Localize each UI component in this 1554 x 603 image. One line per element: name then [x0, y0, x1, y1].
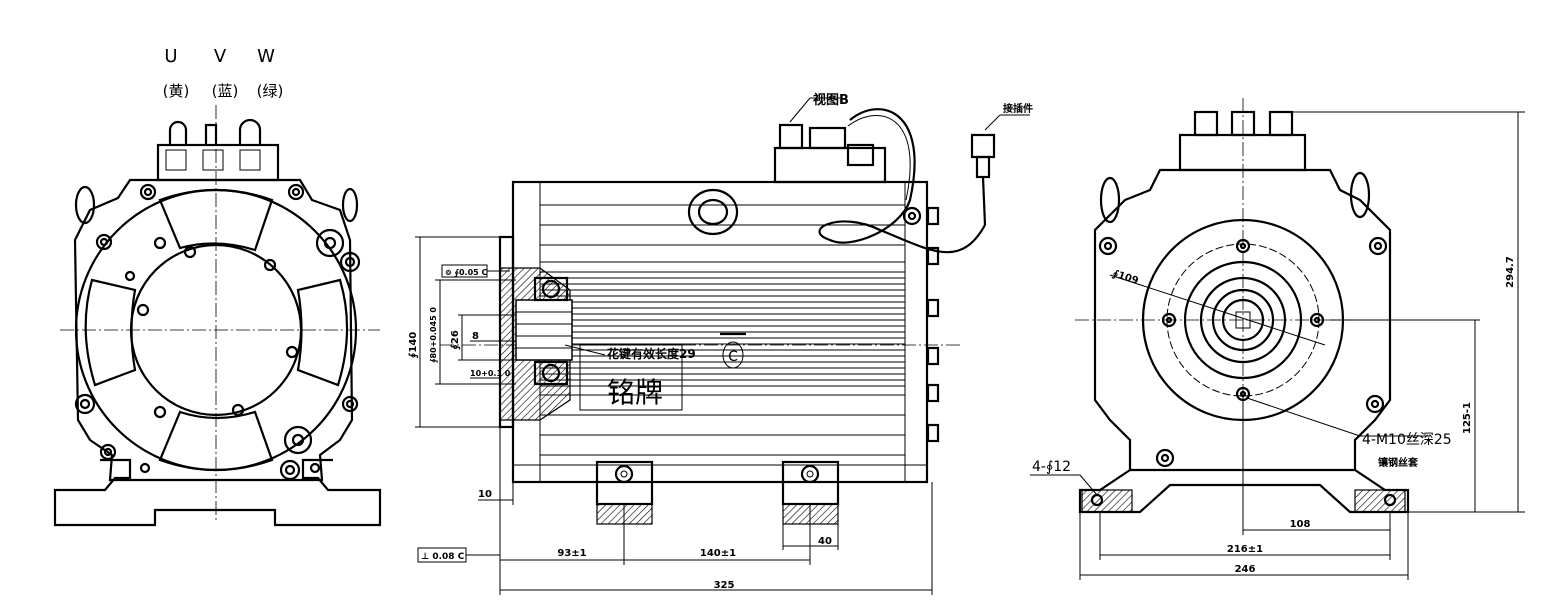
phase-labels: U V W (黄) (蓝) (绿): [163, 46, 284, 100]
svg-text:⊥ 0.08 C: ⊥ 0.08 C: [421, 552, 465, 562]
phase-w-letter: W: [257, 46, 275, 67]
svg-text:⊚ ∮0.05 C: ⊚ ∮0.05 C: [445, 268, 488, 277]
phase-u-color: (黄): [163, 82, 190, 100]
dim-216: 216±1: [1227, 544, 1263, 555]
dim-93: 93±1: [557, 548, 586, 559]
end-view: ∮109 4-M10丝深25 镶钢丝套 4-∮12 108 216±1 246: [1030, 98, 1525, 580]
dim-10-keyway: 10+0.1 0: [470, 369, 511, 378]
callout-connector: 接插件: [1003, 102, 1033, 115]
dim-325: 325: [714, 580, 735, 591]
phase-u-letter: U: [164, 46, 177, 67]
dim-246: 246: [1235, 564, 1256, 575]
dim-294: 294.7: [1505, 256, 1516, 288]
dim-dia26: ∮26: [450, 330, 461, 350]
side-view: 花键有效长度29 铭牌 C 视图B 接插件 ⊚ ∮0.05 C: [408, 92, 1033, 595]
mount-holes-note: 4-∮12: [1032, 459, 1071, 475]
end-dims: [1079, 111, 1525, 580]
dim-dia109: ∮109: [1111, 268, 1140, 287]
phase-w-color: (绿): [257, 82, 284, 100]
nameplate-label: 铭牌: [607, 376, 663, 409]
front-view: U V W (黄) (蓝) (绿): [53, 46, 382, 527]
dim-10-bottom: 10: [478, 489, 492, 500]
dim-dia140: ∮140: [408, 332, 419, 359]
tolerance-frame-concentricity: ⊚ ∮0.05 C: [441, 264, 510, 278]
cooling-fins: [540, 204, 905, 456]
phase-v-color: (蓝): [212, 82, 239, 100]
spline-note: 花键有效长度29: [607, 346, 696, 361]
dim-140: 140±1: [700, 548, 736, 559]
mounting-feet: [595, 460, 840, 525]
dim-40: 40: [818, 536, 832, 547]
tolerance-frame-perpendicularity: ⊥ 0.08 C: [417, 547, 500, 563]
callout-bolt: 视图B: [813, 92, 849, 108]
side-bottom-dims: [478, 427, 933, 595]
dim-8: 8: [472, 331, 479, 342]
dim-108: 108: [1290, 519, 1311, 530]
side-diameter-dims: [415, 236, 516, 428]
datum-c: C: [720, 332, 746, 369]
dim-125: 125-1: [1462, 402, 1473, 434]
insert-note: 镶钢丝套: [1378, 456, 1419, 469]
dim-dia80: ∮80+0.045 0: [429, 307, 438, 364]
holes-note: 4-M10丝深25: [1362, 432, 1452, 448]
phase-v-letter: V: [214, 46, 227, 67]
front-bolts: [74, 183, 361, 481]
connector-plug: [970, 133, 996, 226]
svg-text:C: C: [728, 349, 738, 365]
